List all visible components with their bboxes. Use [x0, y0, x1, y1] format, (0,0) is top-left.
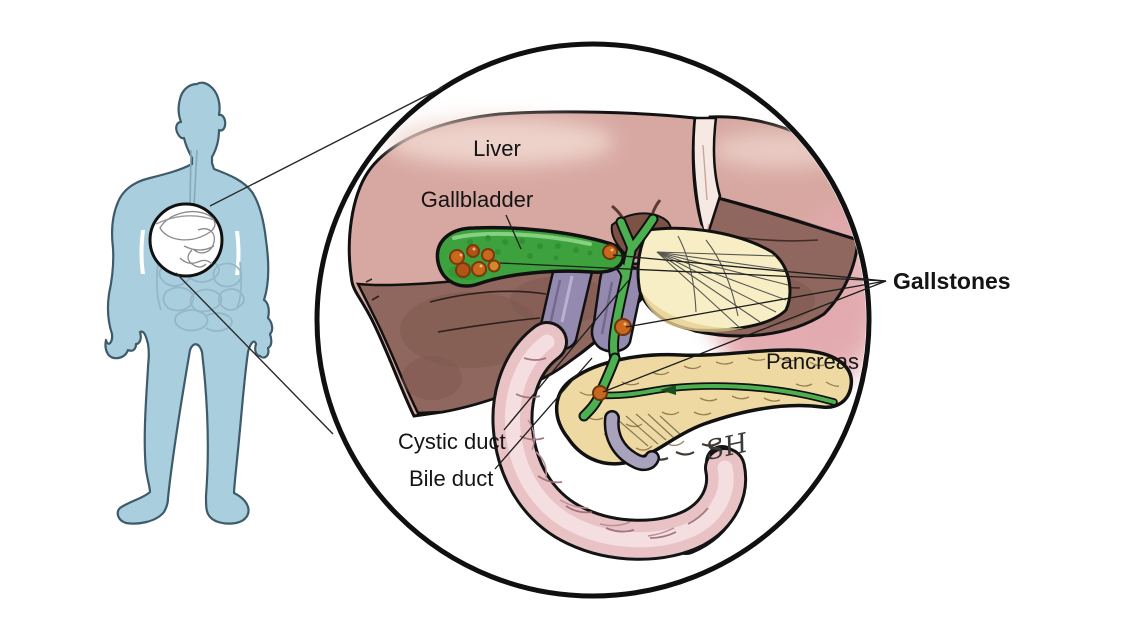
omentum-shade	[642, 292, 744, 332]
pancreatic-duct-shape	[599, 384, 836, 404]
stone-common-bile-duct	[614, 318, 632, 336]
liver-left-creases	[365, 278, 547, 333]
leader-lines	[494, 214, 887, 470]
leader-gallstone-1	[499, 262, 887, 282]
liver-highlight-right	[710, 132, 850, 168]
label-pancreas: Pancreas	[766, 349, 859, 374]
leader-gallstone-4	[602, 280, 887, 393]
human-silhouette	[104, 81, 274, 525]
omentum-fan-lines	[656, 235, 789, 329]
arm-gap-left	[139, 230, 145, 274]
leader-gallstone-2	[612, 254, 887, 282]
liver-underside-shadows	[400, 276, 610, 400]
magnifier-tangent-lines	[175, 86, 444, 435]
body-shape	[104, 81, 274, 525]
arm-gap-right	[235, 231, 241, 275]
duodenum	[491, 321, 748, 561]
duodenum-ridges	[515, 357, 709, 539]
gallstones-cluster	[449, 244, 501, 278]
leader-cystic-duct	[503, 279, 630, 431]
esophagus-sketch	[189, 149, 198, 207]
mini-organs-sketch	[155, 211, 216, 268]
duct-flow-arrow	[660, 385, 676, 395]
label-bile-duct: Bile duct	[409, 466, 493, 491]
liver-highlight-left	[385, 118, 615, 166]
hatch-shadow	[617, 413, 683, 447]
label-liver: Liver	[473, 136, 521, 161]
duodenum-veins	[527, 419, 675, 537]
leader-gallstone-3	[625, 280, 887, 328]
stone-neck	[602, 244, 618, 260]
mesenteric-vessel	[603, 410, 660, 472]
pancreas-shape	[554, 348, 854, 466]
label-gallstones: Gallstones	[893, 268, 1011, 294]
magnified-anatomy	[347, 110, 866, 561]
label-cystic-duct: Cystic duct	[398, 429, 506, 454]
leader-gallbladder	[505, 214, 522, 250]
common-bile-duct-upper	[610, 242, 636, 362]
stone-duct-junction	[592, 385, 608, 401]
labels: Liver Gallbladder Gallstones Pancreas Cy…	[398, 136, 1011, 491]
leader-bile-duct	[494, 357, 593, 470]
gallbladder-highlight	[452, 231, 592, 246]
label-gallbladder: Gallbladder	[421, 187, 534, 212]
